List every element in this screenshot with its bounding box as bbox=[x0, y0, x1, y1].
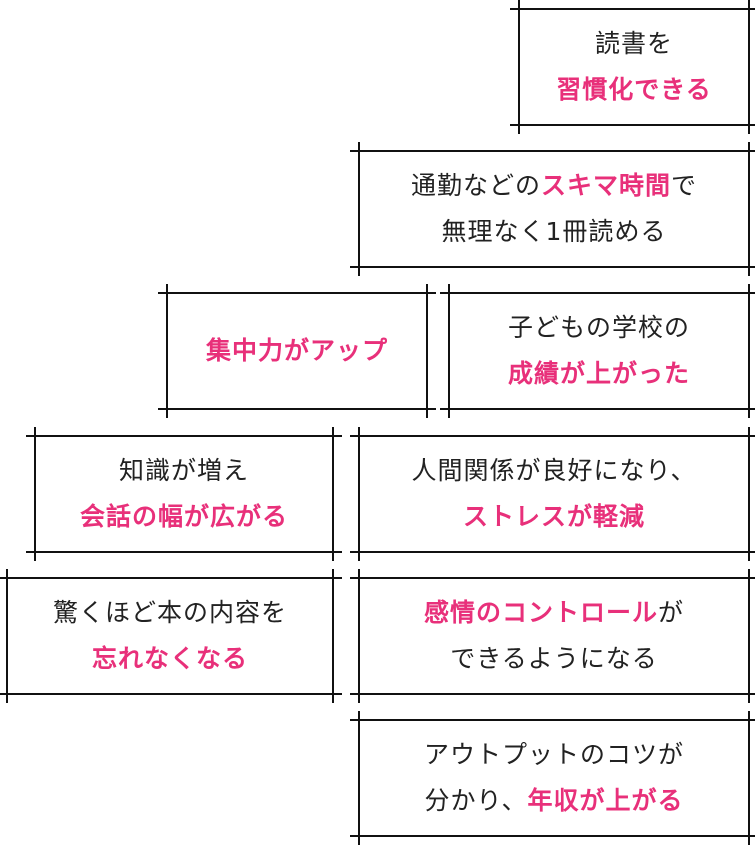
benefit-box-school-grades: 子どもの学校の成績が上がった bbox=[440, 284, 755, 418]
benefit-box-memory: 驚くほど本の内容を忘れなくなる bbox=[0, 569, 342, 703]
text: 知識が増え bbox=[118, 456, 249, 485]
benefit-box-relationships: 人間関係が良好になり、ストレスが軽減 bbox=[350, 427, 755, 561]
benefit-box-commute-time: 通勤などのスキマ時間で無理なく1冊読める bbox=[350, 142, 755, 276]
highlighted-text: ストレスが軽減 bbox=[462, 502, 645, 531]
box-text-line: できるようになる bbox=[450, 636, 658, 682]
highlighted-text: 習慣化できる bbox=[556, 75, 712, 104]
text: 読書を bbox=[594, 29, 673, 58]
box-text-line: 無理なく1冊読める bbox=[442, 209, 667, 255]
highlighted-text: 集中力がアップ bbox=[205, 336, 388, 365]
text: で bbox=[671, 171, 698, 200]
highlighted-text: 感情のコントロール bbox=[423, 598, 658, 627]
benefit-box-emotion-control: 感情のコントロールができるようになる bbox=[350, 569, 755, 703]
box-text-line: ストレスが軽減 bbox=[463, 494, 645, 540]
text: アウトプットのコツが bbox=[423, 740, 684, 769]
box-text-line: 読書を bbox=[595, 21, 673, 67]
text: 通勤などの bbox=[410, 171, 541, 200]
highlighted-text: スキマ時間 bbox=[540, 171, 671, 200]
box-text-line: 感情のコントロールが bbox=[424, 590, 684, 636]
benefit-box-concentration: 集中力がアップ bbox=[158, 284, 436, 418]
highlighted-text: 年収が上がる bbox=[527, 786, 684, 815]
box-text-line: 分かり、年収が上がる bbox=[424, 778, 683, 824]
box-text-line: 驚くほど本の内容を bbox=[53, 590, 287, 636]
highlighted-text: 忘れなくなる bbox=[91, 644, 248, 673]
benefit-box-reading-habit: 読書を習慣化できる bbox=[510, 0, 755, 134]
text: 子どもの学校の bbox=[507, 313, 690, 342]
highlighted-text: 会話の幅が広がる bbox=[79, 502, 288, 531]
highlighted-text: 成績が上がった bbox=[507, 359, 690, 388]
text: 人間関係が良好になり、 bbox=[411, 456, 697, 485]
text: 無理なく1冊読める bbox=[441, 217, 667, 246]
box-text-line: 集中力がアップ bbox=[206, 328, 388, 374]
box-text-line: 通勤などのスキマ時間で bbox=[411, 163, 697, 209]
box-text-line: 成績が上がった bbox=[508, 351, 690, 397]
benefit-box-income: アウトプットのコツが分かり、年収が上がる bbox=[350, 711, 755, 845]
box-text-line: 子どもの学校の bbox=[508, 305, 690, 351]
box-text-line: 会話の幅が広がる bbox=[80, 494, 288, 540]
benefit-box-knowledge: 知識が増え会話の幅が広がる bbox=[26, 427, 342, 561]
box-text-line: 習慣化できる bbox=[556, 67, 712, 113]
text: できるようになる bbox=[450, 644, 658, 673]
box-text-line: 知識が増え bbox=[119, 448, 249, 494]
box-text-line: 忘れなくなる bbox=[92, 636, 248, 682]
text: 驚くほど本の内容を bbox=[52, 598, 287, 627]
box-text-line: アウトプットのコツが bbox=[424, 732, 684, 778]
text: 分かり、 bbox=[424, 786, 528, 815]
text: が bbox=[658, 598, 685, 627]
box-text-line: 人間関係が良好になり、 bbox=[411, 448, 696, 494]
